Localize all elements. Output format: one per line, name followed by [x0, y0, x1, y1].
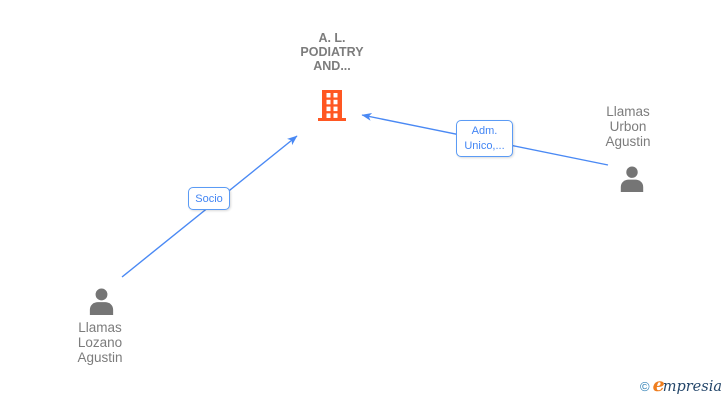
person-name-line: Lozano — [77, 335, 123, 350]
person-icon — [89, 288, 114, 315]
person-name-line: Llamas — [78, 320, 122, 335]
person-name-line: Agustin — [77, 350, 123, 365]
company-name-line: AND... — [313, 59, 351, 73]
person-name-label-llamas-urbon-agustin: Llamas Urbon Agustin — [578, 104, 678, 149]
company-name-label: A. L. PODIATRY AND... — [272, 31, 392, 73]
building-icon — [318, 90, 346, 121]
person-node-llamas-lozano-agustin[interactable] — [88, 288, 115, 315]
edge-label-text: Adm. — [471, 124, 498, 137]
person-name-label-llamas-lozano-agustin: Llamas Lozano Agustin — [50, 320, 150, 365]
person-name-line: Llamas — [606, 104, 650, 119]
edge-label-text: Socio — [195, 192, 223, 205]
person-name-line: Agustin — [605, 134, 651, 149]
brand-initial: e — [652, 374, 665, 396]
person-name-line: Urbon — [609, 119, 647, 134]
brand-wordmark: empresia — [653, 374, 722, 396]
company-name-line: PODIATRY — [300, 45, 364, 59]
edge-label-text: Unico,... — [464, 139, 505, 152]
company-node[interactable] — [318, 90, 346, 121]
edge-label-socio[interactable]: Socio — [188, 187, 230, 210]
company-name-line: A. L. — [318, 31, 346, 45]
edge-label-adm-unico[interactable]: Adm. Unico,... — [456, 120, 513, 157]
copyright-icon: © — [640, 379, 650, 394]
person-icon — [620, 166, 644, 192]
brand-rest: mpresia — [662, 379, 722, 395]
empresia-logo: © empresia — [640, 374, 722, 396]
person-node-llamas-urbon-agustin[interactable] — [619, 166, 645, 192]
